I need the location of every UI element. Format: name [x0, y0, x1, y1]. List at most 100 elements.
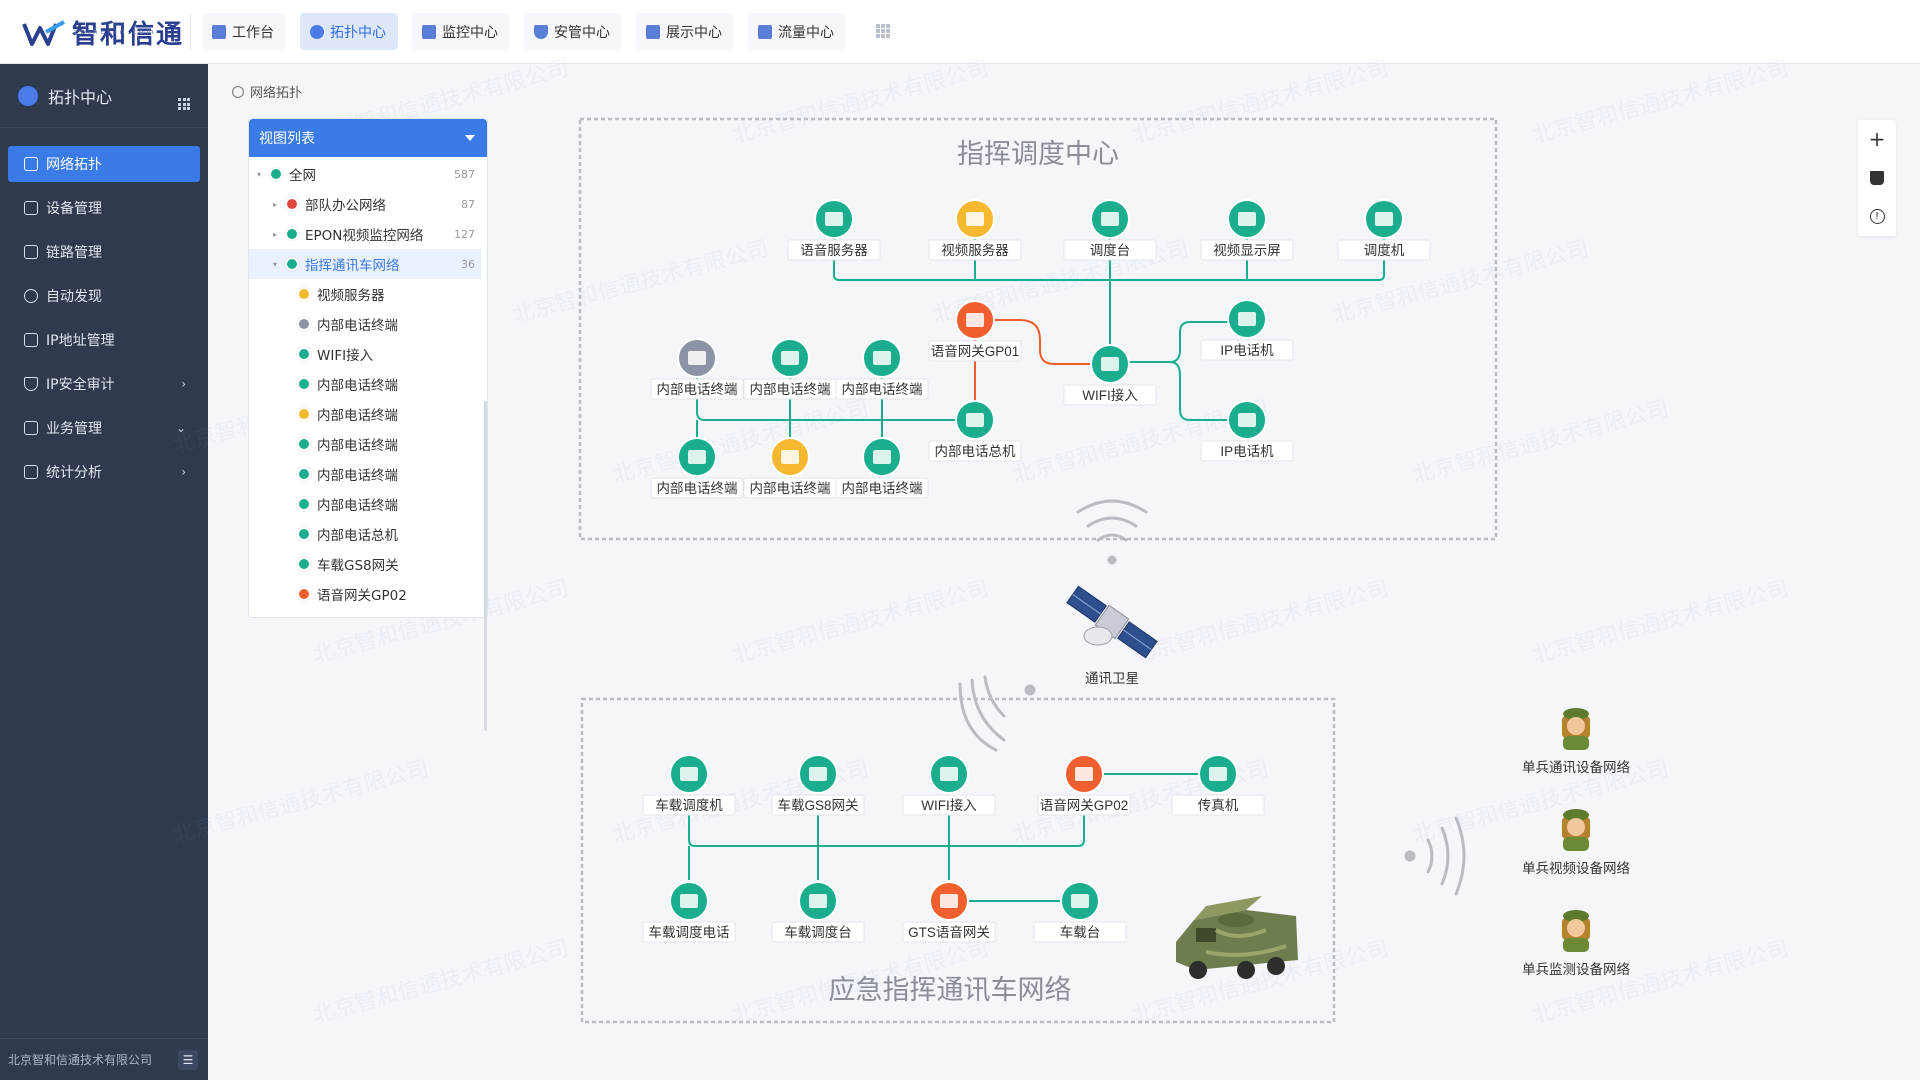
tab-workbench[interactable]: 工作台: [202, 13, 286, 50]
main-nav: 工作台 拓扑中心 监控中心 安管中心 展示中心 流量中心: [202, 13, 846, 50]
device-glyph: [1101, 212, 1119, 226]
topology-node[interactable]: 内部电话终端: [743, 338, 837, 400]
sidebar-item-device-management[interactable]: 设备管理: [8, 190, 200, 226]
topology-node[interactable]: 车载GS8网关: [771, 754, 865, 816]
tree-node[interactable]: 内部电话终端: [249, 309, 481, 339]
topology-node[interactable]: WIFI接入: [1063, 344, 1157, 406]
node-label: 语音服务器: [800, 242, 868, 258]
device-glyph: [1238, 312, 1256, 326]
tab-monitor[interactable]: 监控中心: [412, 13, 510, 50]
device-glyph: [1209, 767, 1227, 781]
tree-node[interactable]: 视频服务器: [249, 279, 481, 309]
tree-node[interactable]: 语音网关GP02: [249, 579, 481, 609]
node-label: 内部电话终端: [750, 481, 831, 496]
topology-node[interactable]: 语音网关GP02: [1037, 754, 1131, 816]
sidebar-item-statistics[interactable]: 统计分析›: [8, 454, 200, 490]
tree-node[interactable]: 车载GS8网关: [249, 549, 481, 579]
topology-node[interactable]: 内部电话终端: [835, 338, 929, 400]
tab-traffic[interactable]: 流量中心: [748, 13, 846, 50]
sidebar-apps-icon[interactable]: [178, 98, 190, 110]
soldier-network[interactable]: 单兵监测设备网络: [1522, 910, 1630, 977]
topology-node[interactable]: 内部电话终端: [650, 437, 744, 499]
topology-node[interactable]: GTS语音网关: [902, 881, 996, 943]
topology-node[interactable]: 传真机: [1171, 754, 1265, 816]
tab-topology[interactable]: 拓扑中心: [300, 13, 398, 50]
tab-display[interactable]: 展示中心: [636, 13, 734, 50]
apps-grid-icon[interactable]: [876, 24, 890, 38]
soldier-network-label: 单兵视频设备网络: [1522, 860, 1630, 876]
topology-node[interactable]: 车载调度台: [771, 881, 865, 943]
tree-node[interactable]: 内部电话终端: [249, 369, 481, 399]
topology-node[interactable]: 车载台: [1033, 881, 1127, 943]
node-label: 语音网关GP01: [931, 343, 1020, 359]
sidebar-item-link-management[interactable]: 链路管理: [8, 234, 200, 270]
tree-node[interactable]: 内部电话终端: [249, 459, 481, 489]
sidebar-item-network-topology[interactable]: 网络拓扑: [8, 146, 200, 182]
device-glyph: [940, 894, 958, 908]
collapse-sidebar-icon[interactable]: ☰: [178, 1050, 198, 1070]
topology-node[interactable]: WIFI接入: [902, 754, 996, 816]
tab-security[interactable]: 安管中心: [524, 13, 622, 50]
topology-node[interactable]: 内部电话终端: [835, 437, 929, 499]
topology-node[interactable]: 车载调度机: [642, 754, 736, 816]
node-status-icon: [285, 197, 299, 211]
topology-node[interactable]: 车载调度电话: [642, 881, 736, 943]
tree-node[interactable]: 内部电话终端: [249, 399, 481, 429]
sidebar-item-business-management[interactable]: 业务管理 ⌄: [8, 410, 200, 446]
topology-node[interactable]: 视频服务器: [928, 199, 1022, 261]
topology-node[interactable]: 内部电话终端: [650, 338, 744, 400]
logo[interactable]: 智和信通: [22, 14, 184, 51]
expand-arrow-icon[interactable]: ▸: [273, 229, 278, 239]
topology-node[interactable]: IP电话机: [1200, 299, 1294, 361]
chevron-down-icon: ⌄: [175, 421, 186, 435]
node-label-bg: [1063, 384, 1157, 406]
sidebar-item-ip-security-audit[interactable]: IP安全审计›: [8, 366, 200, 402]
fit-screen-icon[interactable]: [1867, 168, 1887, 188]
soldier-network[interactable]: 单兵视频设备网络: [1522, 809, 1630, 876]
topology-node[interactable]: 视频显示屏: [1200, 199, 1294, 261]
view-list-header[interactable]: 视图列表: [249, 119, 487, 157]
tree-node[interactable]: 内部电话终端: [249, 429, 481, 459]
topology-node[interactable]: 调度机: [1337, 199, 1431, 261]
tree-scrollbar[interactable]: [484, 401, 487, 731]
zoom-in-icon[interactable]: +: [1868, 127, 1886, 152]
topology-node[interactable]: 内部电话终端: [743, 437, 837, 499]
node-label: WIFI接入: [1082, 387, 1138, 403]
node-label: 内部电话终端: [842, 481, 923, 496]
lower-network-title: 应急指挥通讯车网络: [829, 975, 1072, 1005]
soldier-network[interactable]: 单兵通讯设备网络: [1522, 708, 1630, 775]
sidebar-item-ip-management[interactable]: IP地址管理: [8, 322, 200, 358]
topology-icon: [24, 157, 38, 171]
expand-arrow-icon[interactable]: ▸: [273, 199, 278, 209]
sidebar-item-auto-discovery[interactable]: 自动发现: [8, 278, 200, 314]
traffic-icon: [758, 24, 772, 39]
tab-label: 工作台: [232, 24, 274, 41]
tree-node[interactable]: WIFI接入: [249, 339, 481, 369]
tree-node-label: 部队办公网络: [305, 198, 386, 214]
device-glyph: [688, 351, 706, 365]
topology-node[interactable]: 内部电话总机: [928, 400, 1022, 462]
tree-node[interactable]: 内部电话终端: [249, 489, 481, 519]
sidebar-item-label: 业务管理: [46, 421, 102, 437]
device-glyph: [1101, 357, 1119, 371]
topology-node[interactable]: 语音网关GP01: [928, 300, 1022, 362]
info-icon[interactable]: !: [1867, 207, 1887, 227]
node-status-icon: [297, 467, 311, 481]
expand-arrow-icon[interactable]: ▾: [257, 169, 262, 179]
topology-node[interactable]: IP电话机: [1200, 400, 1294, 462]
expand-arrow-icon[interactable]: ▾: [273, 259, 278, 269]
tree-node[interactable]: 内部电话总机: [249, 519, 481, 549]
topology-node[interactable]: 语音服务器: [787, 199, 881, 261]
topology-icon: [232, 85, 244, 98]
device-glyph: [873, 450, 891, 464]
topology-node[interactable]: 调度台: [1063, 199, 1157, 261]
node-label: 内部电话总机: [935, 444, 1016, 459]
node-label-bg: [1200, 339, 1294, 361]
node-label-bg: [902, 921, 996, 943]
node-label-bg: [1033, 921, 1127, 943]
